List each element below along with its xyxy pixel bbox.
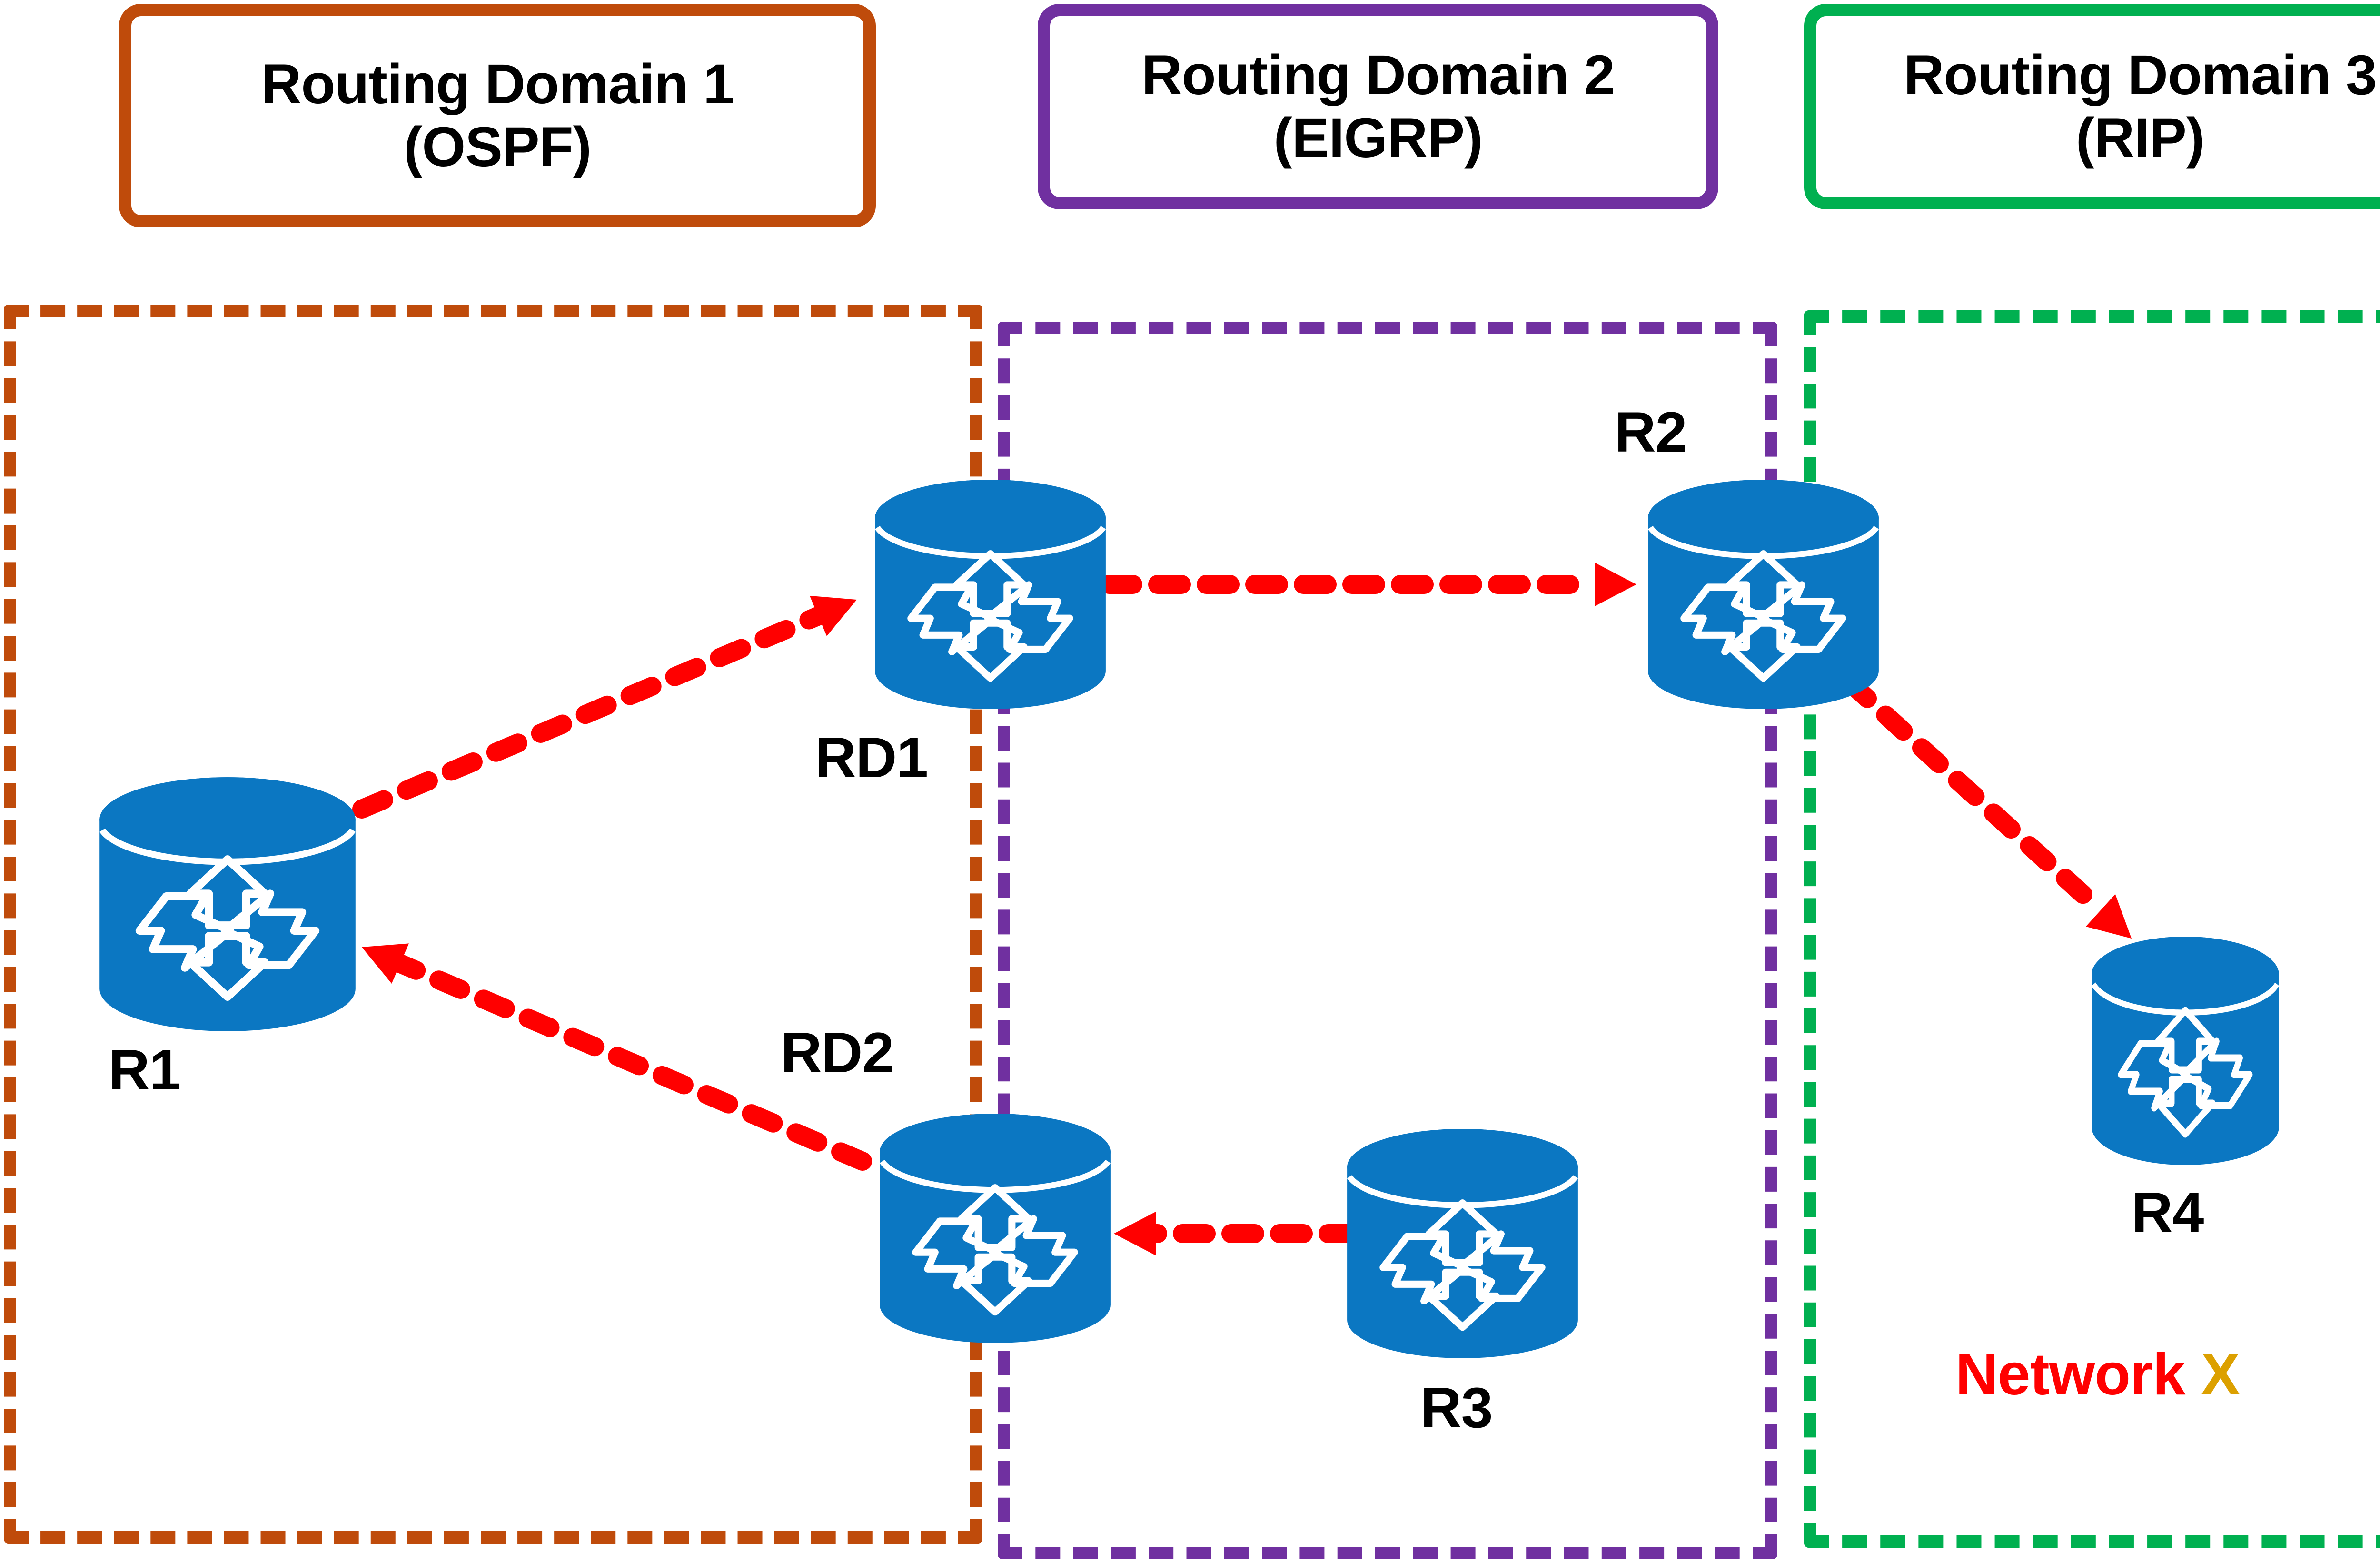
router-node-rd1[interactable] <box>870 475 1111 714</box>
router-node-r4[interactable] <box>2088 932 2283 1170</box>
four-way-arrow-icon <box>1379 1199 1546 1331</box>
router-label-rd2: RD2 <box>781 1021 894 1085</box>
header-box-routing-domain-3: Routing Domain 3 (RIP) <box>1804 4 2380 209</box>
header-box-routing-domain-2: Routing Domain 2 (EIGRP) <box>1038 4 1718 209</box>
header-title-line1: Routing Domain 2 <box>1141 43 1615 107</box>
four-way-arrow-icon <box>1680 550 1846 682</box>
header-title-line2: (OSPF) <box>404 116 592 178</box>
router-label-r3: R3 <box>1420 1376 1493 1440</box>
header-title-line1: Routing Domain 1 <box>261 52 734 116</box>
header-box-routing-domain-1: Routing Domain 1 (OSPF) <box>119 4 876 227</box>
router-label-r1: R1 <box>109 1038 181 1102</box>
router-label-r4: R4 <box>2132 1181 2204 1245</box>
four-way-arrow-icon <box>2118 1007 2253 1138</box>
router-node-r3[interactable] <box>1342 1124 1583 1363</box>
header-title-line2: (EIGRP) <box>1273 107 1483 169</box>
network-x-annotation: Network X <box>1955 1345 2240 1404</box>
four-way-arrow-icon <box>912 1184 1078 1316</box>
router-node-r1[interactable] <box>94 772 361 1037</box>
network-label-text: Network <box>1955 1342 2185 1407</box>
header-title-line1: Routing Domain 3 <box>1904 43 2377 107</box>
four-way-arrow-icon <box>907 550 1073 682</box>
router-node-r2[interactable] <box>1643 475 1884 714</box>
network-value-text: X <box>2201 1342 2241 1407</box>
router-label-rd1: RD1 <box>815 726 928 790</box>
router-label-r2: R2 <box>1615 400 1687 464</box>
router-node-rd2[interactable] <box>875 1109 1115 1348</box>
header-title-line2: (RIP) <box>2075 107 2205 169</box>
four-way-arrow-icon <box>135 855 320 1001</box>
